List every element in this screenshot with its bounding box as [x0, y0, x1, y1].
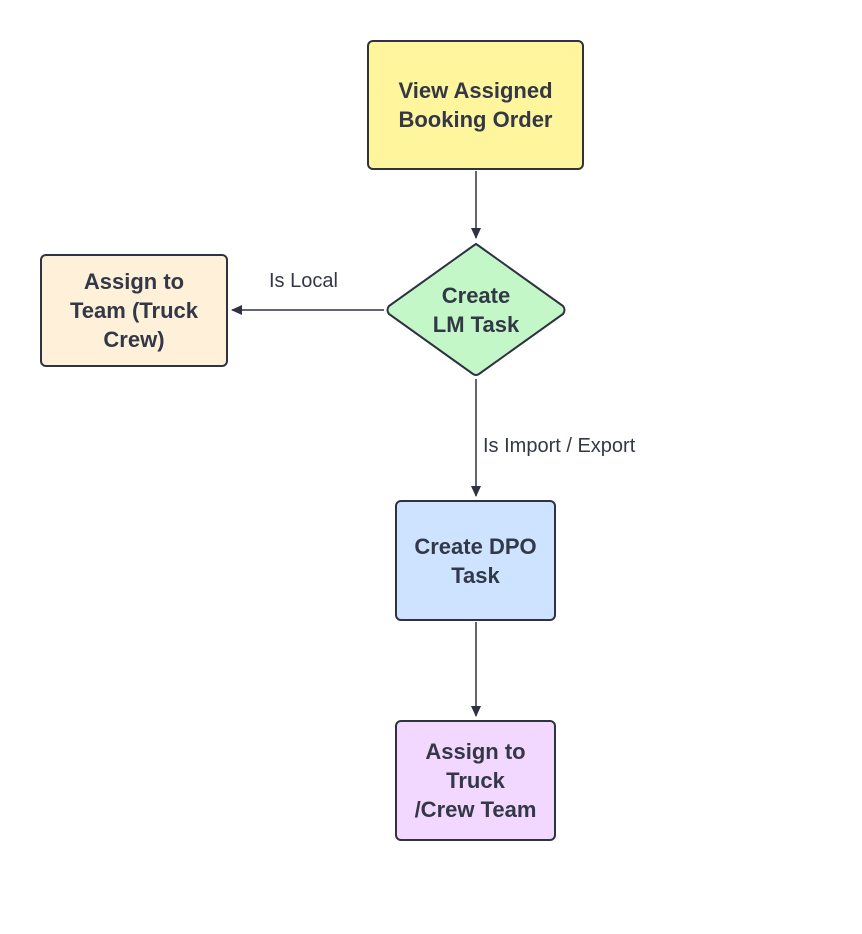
- node-label: View Assigned Booking Order: [398, 78, 553, 132]
- node-label: Create LM Task: [432, 283, 520, 337]
- node-assign-to-team[interactable]: Assign to Team (Truck Crew): [40, 254, 228, 367]
- node-label: Assign to Truck /Crew Team: [414, 739, 537, 822]
- edge-label-is-local: Is Local: [269, 270, 338, 292]
- node-view-assigned-booking-order[interactable]: View Assigned Booking Order: [367, 40, 584, 170]
- decision-diamond-shape: [386, 242, 566, 376]
- node-create-lm-task[interactable]: Create LM Task: [385, 242, 567, 378]
- node-assign-to-truck-crew-team[interactable]: Assign to Truck /Crew Team: [395, 720, 556, 841]
- node-create-dpo-task[interactable]: Create DPO Task: [395, 500, 556, 621]
- node-label: Assign to Team (Truck Crew): [70, 269, 198, 352]
- node-label: Create DPO Task: [414, 533, 537, 588]
- edge-label-is-import-export: Is Import / Export: [483, 435, 636, 457]
